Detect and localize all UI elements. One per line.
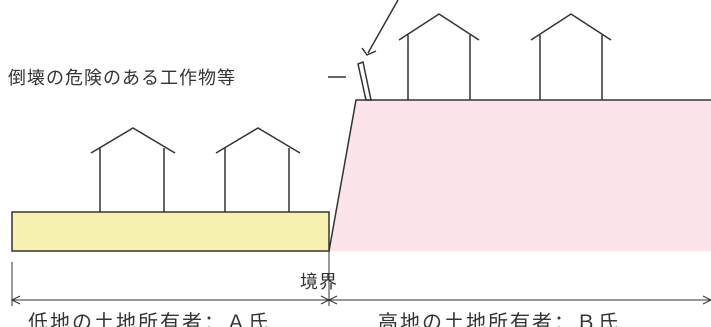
highland-outline [328,99,711,252]
lowland-house-2 [215,127,301,212]
owner-a-label: 低地の土地所有者：Ａ氏 [28,310,270,327]
lowland-house-1 [90,127,176,212]
highland-area [329,100,711,251]
highland-house-2 [530,13,612,100]
hazard-structure [357,60,372,101]
lowland-area [11,211,330,252]
boundary-label: 境界 [300,272,338,293]
double-arrow-icon [10,295,711,305]
highland-house-1 [398,13,480,100]
owner-b-label: 高地の土地所有者：Ｂ氏 [378,310,620,327]
arrow-icon [361,0,399,56]
hazard-structure-label: 倒壊の危険のある工作物等 [8,68,236,89]
